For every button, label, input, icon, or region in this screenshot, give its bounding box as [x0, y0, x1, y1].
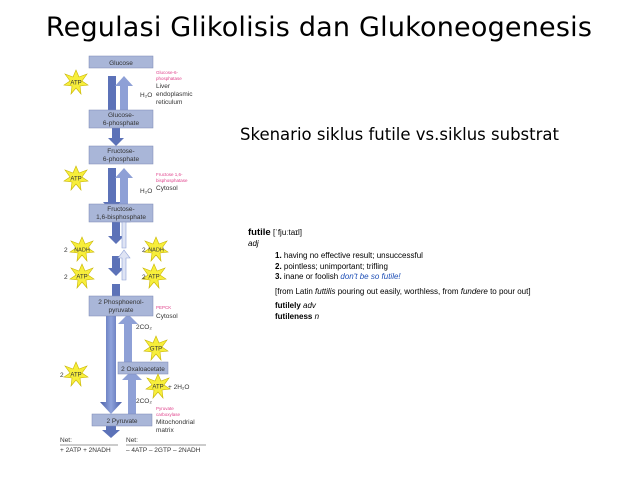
derivative-word: futileness — [275, 311, 313, 321]
cofactor-labels: H₂O H₂O 2 2 2 2 2CO₂ 2 + 2H₂O 2CO₂ — [60, 92, 190, 405]
nadh-starburst-right: NADH — [143, 236, 169, 262]
metabolite-glucose: Glucose — [109, 60, 133, 67]
slide-subtitle: Skenario siklus futile vs.siklus substra… — [240, 125, 559, 144]
dictionary-senses: 1. having no effective result; unsuccess… — [275, 251, 588, 283]
nadh-label: NADH — [148, 248, 164, 254]
sense-example: don't be so futile! — [340, 272, 401, 281]
net-right-value: – 4ATP – 2GTP – 2NADH — [126, 447, 201, 454]
metabolite-pep-line2: pyruvate — [109, 307, 134, 314]
metabolite-pyruvate: 2 Pyruvate — [106, 418, 137, 425]
metabolite-g6p-line2: 6-phosphate — [103, 120, 140, 127]
derivative-pos: n — [314, 311, 320, 321]
atp-starburst-3: ATP — [63, 361, 89, 387]
etymology-text: [from Latin — [275, 286, 316, 296]
co2-label: 2CO₂ — [136, 398, 152, 405]
net-right-label: Net: — [126, 437, 138, 444]
enzyme-labels: Glucose-6- phosphatase Fructose 1,6- bis… — [156, 70, 188, 417]
location-mito-line1: Mitochondrial — [156, 419, 195, 426]
atp-label: ATP — [70, 373, 81, 379]
metabolite-g6p-line1: Glucose- — [108, 112, 134, 119]
atp-starburst-4: ATP — [145, 373, 171, 399]
sense-number: 3. — [275, 272, 282, 281]
derivative-word: futilely — [275, 301, 301, 310]
slide-title: Regulasi Glikolisis dan Glukoneogenesis — [45, 12, 593, 43]
atp-label: ATP — [76, 275, 87, 281]
h2o-label: H₂O — [140, 92, 152, 99]
enzyme-fbpase-line1: Fructose 1,6- — [156, 172, 183, 177]
derivative-pos: adv — [303, 301, 316, 310]
metabolite-f16bp-line1: Fructose- — [107, 206, 134, 213]
dictionary-part-of-speech: adj — [248, 238, 259, 248]
etymology-term: fundere — [460, 286, 488, 296]
sense-text: inane or foolish — [283, 272, 339, 281]
location-labels: Liver endoplasmic reticulum Cytosol Cyto… — [156, 83, 195, 434]
cofactor-starbursts: ATP ATP NADH NADH ATP ATP — [63, 69, 171, 399]
gtp-label: GTP — [150, 347, 162, 353]
atp-label: ATP — [70, 81, 81, 87]
enzyme-g6pase-line1: Glucose-6- — [156, 70, 179, 75]
atp-label: ATP — [152, 385, 163, 391]
location-mito-line2: matrix — [156, 427, 174, 434]
nadh-starburst-left: NADH — [69, 236, 95, 262]
sense-text: pointless; unimportant; trifling — [283, 261, 388, 271]
coefficient-label: 2 — [142, 247, 146, 254]
metabolite-f6p-line2: 6-phosphate — [103, 156, 140, 163]
gtp-starburst: GTP — [143, 335, 169, 361]
location-cytosol: Cytosol — [156, 185, 178, 192]
enzyme-g6pase-line2: phosphatase — [156, 76, 182, 81]
etymology-text: pouring out easily, worthless, from — [335, 286, 461, 296]
atp-starburst-2: ATP — [63, 165, 89, 191]
h2o-plus-label: + 2H₂O — [168, 384, 190, 391]
metabolite-boxes: Glucose Glucose- 6-phosphate Fructose- 6… — [88, 55, 169, 427]
dictionary-etymology: [from Latin futtilis pouring out easily,… — [275, 287, 588, 298]
net-summary: Net: + 2ATP + 2NADH Net: – 4ATP – 2GTP –… — [60, 437, 206, 454]
enzyme-pc-line1: Pyruvate — [156, 406, 174, 411]
location-liver-er-line3: reticulum — [156, 99, 182, 106]
dictionary-sense: 3. inane or foolish don't be so futile! — [275, 272, 588, 283]
dictionary-headword: futile — [248, 227, 271, 238]
metabolite-f16bp-line2: 1,6-bisphosphate — [96, 214, 146, 221]
nadh-label: NADH — [74, 248, 90, 254]
metabolite-oaa: 2 Oxaloacetate — [121, 366, 165, 373]
atp-starburst-1: ATP — [63, 69, 89, 95]
coefficient-label: 2 — [142, 274, 146, 281]
dictionary-sense: 1. having no effective result; unsuccess… — [275, 251, 588, 262]
pathway-diagram: Glucose Glucose- 6-phosphate Fructose- 6… — [60, 55, 206, 454]
etymology-term: futtilis — [315, 286, 336, 296]
location-cytosol: Cytosol — [156, 313, 178, 320]
atp-starburst-right: ATP — [141, 263, 167, 289]
dictionary-entry: futile [ˈfjuːtaɪl] adj 1. having no effe… — [248, 227, 588, 322]
dictionary-sense: 2. pointless; unimportant; trifling — [275, 262, 588, 273]
net-left-label: Net: — [60, 437, 72, 444]
atp-label: ATP — [70, 177, 81, 183]
h2o-label: H₂O — [140, 188, 152, 195]
sense-number: 1. — [275, 251, 282, 260]
net-left-value: + 2ATP + 2NADH — [60, 447, 111, 454]
location-liver-er-line1: Liver — [156, 83, 171, 90]
co2-label: 2CO₂ — [136, 324, 152, 331]
enzyme-fbpase-line2: bisphosphatase — [156, 178, 188, 183]
etymology-text: to pour out] — [487, 286, 531, 296]
sense-number: 2. — [275, 261, 282, 271]
enzyme-pepck: PEPCK — [156, 305, 171, 310]
pathway-arrows — [100, 76, 142, 438]
metabolite-f6p-line1: Fructose- — [107, 148, 134, 155]
derivative: futileness n — [275, 312, 588, 323]
dictionary-derivatives: futilely adv futileness n — [275, 301, 588, 322]
enzyme-pc-line2: carboxylase — [156, 412, 181, 417]
dictionary-pronunciation: [ˈfjuːtaɪl] — [272, 228, 303, 237]
coefficient-label: 2 — [64, 274, 68, 281]
metabolite-pep-line1: 2 Phosphoenol- — [98, 299, 144, 306]
derivative: futilely adv — [275, 301, 588, 312]
location-liver-er-line2: endoplasmic — [156, 91, 193, 98]
coefficient-label: 2 — [64, 247, 68, 254]
atp-label: ATP — [148, 275, 159, 281]
sense-text: having no effective result; unsuccessful — [283, 251, 423, 260]
dictionary-headline: futile [ˈfjuːtaɪl] — [248, 227, 588, 239]
coefficient-label: 2 — [60, 372, 64, 379]
atp-starburst-left: ATP — [69, 263, 95, 289]
